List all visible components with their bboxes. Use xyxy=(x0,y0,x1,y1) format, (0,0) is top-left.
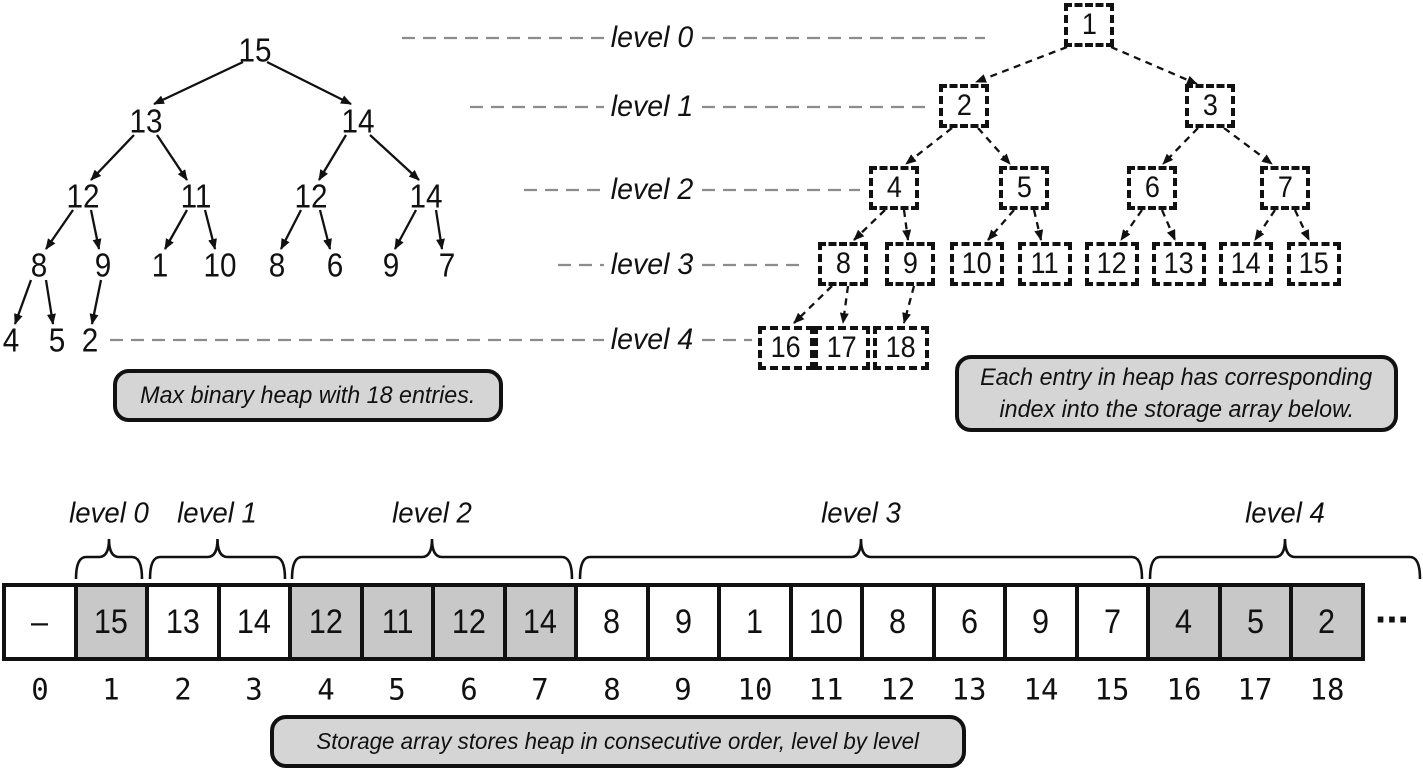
array-cell: 8 xyxy=(574,583,650,661)
index-node: 11 xyxy=(1018,242,1072,286)
heap-node: 8 xyxy=(268,246,286,284)
index-node: 3 xyxy=(1185,84,1235,128)
array-index: 10 xyxy=(737,672,773,707)
heap-node: 9 xyxy=(382,246,400,284)
array-index: 12 xyxy=(880,672,916,707)
array-cell: 11 xyxy=(359,583,435,661)
array-cell: 15 xyxy=(73,583,149,661)
index-node: 15 xyxy=(1287,242,1341,286)
brace-level-label: level 3 xyxy=(821,497,901,530)
array-cell: – xyxy=(2,583,78,661)
heap-node: 9 xyxy=(94,246,112,284)
index-tree-caption: Each entry in heap has corresponding ind… xyxy=(955,355,1398,432)
index-node: 10 xyxy=(950,242,1004,286)
array-cell: 2 xyxy=(1289,583,1365,661)
array-cell: 5 xyxy=(1217,583,1293,661)
index-node: 17 xyxy=(814,326,870,370)
index-node: 4 xyxy=(869,166,919,210)
level-label: level 2 xyxy=(610,173,694,206)
brace-level-label: level 1 xyxy=(177,497,257,530)
array-cell: 7 xyxy=(1074,583,1150,661)
index-node: 9 xyxy=(885,242,935,286)
array-index: 8 xyxy=(603,672,621,707)
array-index: 13 xyxy=(951,672,987,707)
array-cell: 10 xyxy=(788,583,864,661)
array-cell: 12 xyxy=(288,583,364,661)
heap-node: 6 xyxy=(326,246,344,284)
array-index: 9 xyxy=(674,672,692,707)
array-index: 16 xyxy=(1166,672,1202,707)
array-braces xyxy=(74,538,1422,580)
array-ellipsis: ··· xyxy=(1375,598,1411,642)
array-cell: 8 xyxy=(860,583,936,661)
array-cell: 6 xyxy=(931,583,1007,661)
heap-node: 15 xyxy=(238,31,272,69)
heap-tree-edges xyxy=(13,60,445,325)
heap-node: 4 xyxy=(2,321,20,359)
index-node: 5 xyxy=(999,166,1049,210)
heap-caption: Max binary heap with 18 entries. xyxy=(113,369,503,422)
array-cell: 14 xyxy=(216,583,292,661)
heap-node: 12 xyxy=(66,177,100,215)
array-cell: 9 xyxy=(645,583,721,661)
index-node: 2 xyxy=(939,84,989,128)
array-index: 4 xyxy=(317,672,335,707)
index-node: 12 xyxy=(1085,242,1139,286)
array-index: 15 xyxy=(1094,672,1130,707)
heap-node: 7 xyxy=(438,246,456,284)
heap-node: 5 xyxy=(48,321,66,359)
index-tree-edges xyxy=(793,45,1311,324)
index-node: 18 xyxy=(873,326,929,370)
array-cell: 13 xyxy=(145,583,221,661)
level-label: level 1 xyxy=(610,90,694,123)
array-cell: 1 xyxy=(717,583,793,661)
index-node: 6 xyxy=(1127,166,1177,210)
array-cell: 4 xyxy=(1146,583,1222,661)
heap-node: 8 xyxy=(30,246,48,284)
level-label: level 3 xyxy=(610,248,694,281)
index-node: 8 xyxy=(818,242,868,286)
heap-node: 1 xyxy=(151,246,169,284)
level-guide-lines xyxy=(110,36,985,342)
brace-level-label: level 2 xyxy=(392,497,472,530)
heap-node: 11 xyxy=(180,177,212,215)
brace-level-label: level 0 xyxy=(69,497,149,530)
array-index: 11 xyxy=(808,672,844,707)
heap-node: 13 xyxy=(129,102,163,140)
heap-node: 2 xyxy=(81,321,99,359)
level-label: level 4 xyxy=(610,323,694,356)
index-node: 16 xyxy=(758,326,814,370)
storage-array: – 15 13 14 12 11 12 14 8 9 1 10 8 6 9 7 … xyxy=(2,583,1365,661)
index-node: 14 xyxy=(1219,242,1273,286)
heap-node: 14 xyxy=(341,102,375,140)
array-cell: 9 xyxy=(1003,583,1079,661)
heap-node: 10 xyxy=(203,246,237,284)
level-label: level 0 xyxy=(610,21,694,54)
heap-node: 12 xyxy=(294,177,328,215)
index-node: 1 xyxy=(1064,3,1114,47)
array-index: 18 xyxy=(1309,672,1345,707)
array-index: 3 xyxy=(245,672,263,707)
array-index: 14 xyxy=(1023,672,1059,707)
index-node: 13 xyxy=(1152,242,1206,286)
array-index: 0 xyxy=(31,672,49,707)
index-node: 7 xyxy=(1260,166,1310,210)
heap-node: 14 xyxy=(409,177,443,215)
array-index: 1 xyxy=(102,672,120,707)
array-index: 2 xyxy=(174,672,192,707)
array-caption: Storage array stores heap in consecutive… xyxy=(270,715,966,768)
array-cell: 14 xyxy=(502,583,578,661)
array-cell: 12 xyxy=(431,583,507,661)
array-index: 17 xyxy=(1237,672,1273,707)
array-index: 6 xyxy=(460,672,478,707)
brace-level-label: level 4 xyxy=(1245,497,1325,530)
array-index: 5 xyxy=(388,672,406,707)
array-index: 7 xyxy=(531,672,549,707)
